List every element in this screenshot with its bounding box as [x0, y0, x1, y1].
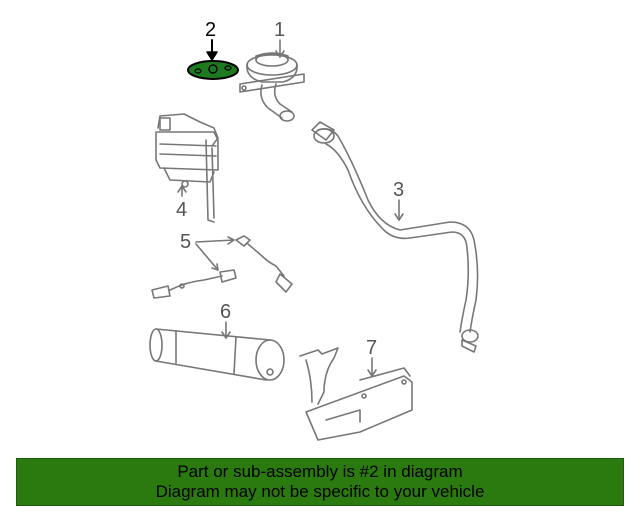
callout-4: 4 — [176, 185, 187, 221]
part-4-canister[interactable] — [155, 113, 219, 223]
part-1-egr-valve[interactable] — [239, 52, 305, 122]
banner-line-part-number: Part or sub-assembly is #2 in diagram — [177, 462, 463, 481]
svg-text:5: 5 — [180, 231, 191, 253]
part-3-hose[interactable] — [311, 121, 479, 353]
svg-text:7: 7 — [366, 337, 377, 359]
callout-1: 1 — [274, 19, 285, 58]
disclaimer-banner: Part or sub-assembly is #2 in diagram Di… — [16, 458, 624, 506]
callout-5: 5 — [180, 231, 235, 271]
part-2-gasket[interactable] — [187, 60, 239, 80]
part-6-converter[interactable] — [149, 328, 285, 381]
callout-6: 6 — [220, 301, 231, 339]
callout-7: 7 — [366, 337, 377, 377]
svg-text:3: 3 — [393, 179, 404, 201]
svg-text:1: 1 — [274, 19, 285, 41]
part-5-oxygen-sensors[interactable] — [151, 235, 293, 299]
banner-line-disclaimer: Diagram may not be specific to your vehi… — [155, 482, 485, 501]
callout-2: 2 — [205, 19, 218, 61]
part-7-heat-shield[interactable] — [299, 347, 413, 441]
svg-text:2: 2 — [205, 19, 216, 41]
exploded-parts-diagram: 2 1 — [149, 19, 479, 441]
svg-text:4: 4 — [176, 199, 187, 221]
callout-3: 3 — [393, 179, 404, 221]
svg-text:6: 6 — [220, 301, 231, 323]
